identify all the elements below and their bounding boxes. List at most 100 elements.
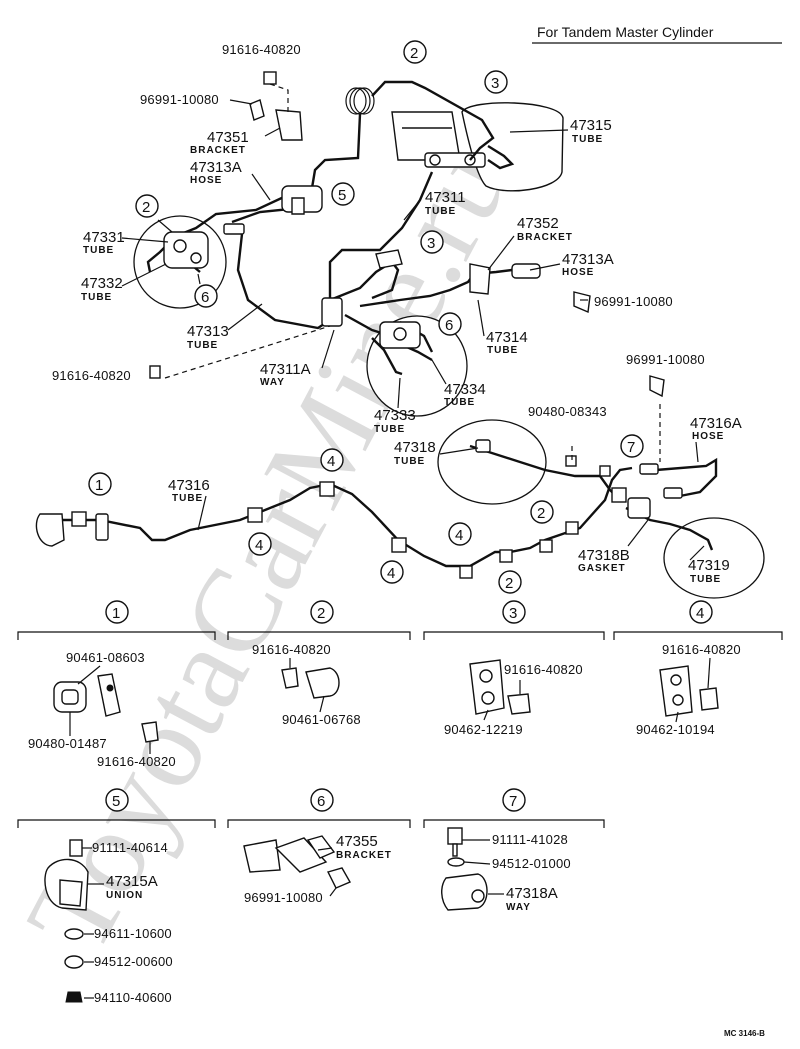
master-cylinder-booster bbox=[391, 102, 564, 192]
leader-91616-left bbox=[164, 325, 331, 379]
callout-47311A: 47311A bbox=[260, 361, 311, 378]
callout-47333: 47333 bbox=[374, 407, 416, 424]
circle-marker-7 bbox=[620, 434, 644, 458]
part-91111-40614: 91111-40614 bbox=[92, 840, 168, 855]
circle-marker-5 bbox=[331, 182, 355, 206]
part-94611-10600: 94611-10600 bbox=[94, 926, 172, 941]
circle-marker-2 bbox=[498, 570, 522, 594]
section-5-marker: 5 bbox=[112, 793, 120, 810]
circle-label: 2 bbox=[142, 199, 150, 216]
circle-marker-1 bbox=[88, 472, 112, 496]
part-47355-label: BRACKET bbox=[336, 850, 392, 861]
circle-label: 4 bbox=[455, 527, 463, 544]
callout-91616-40820-left: 91616-40820 bbox=[52, 368, 131, 383]
callout-47331-label: TUBE bbox=[83, 245, 114, 256]
callout-47313A-left: 47313A bbox=[190, 159, 242, 176]
part-47318A-label: WAY bbox=[506, 902, 531, 913]
section-2-marker: 2 bbox=[317, 605, 325, 622]
circle-label: 2 bbox=[505, 575, 513, 592]
part-91616-40820-s2: 91616-40820 bbox=[252, 642, 331, 657]
callout-47313-label: TUBE bbox=[187, 340, 218, 351]
part-47355: 47355 bbox=[336, 833, 378, 850]
part-47315A: 47315A bbox=[106, 873, 158, 890]
callout-circles-main: 2 3 2 5 3 6 6 1 4 4 4 4 2 2 7 bbox=[88, 40, 644, 594]
circle-marker-6 bbox=[438, 312, 462, 336]
part-94110-40600: 94110-40600 bbox=[94, 990, 172, 1005]
callout-96991-10080: 96991-10080 bbox=[140, 92, 219, 107]
section-3-parts: 91616-40820 90462-12219 bbox=[444, 659, 583, 737]
section-1-parts: 90461-08603 90480-01487 91616-40820 bbox=[28, 650, 176, 769]
callout-47316A-label: HOSE bbox=[692, 431, 724, 442]
circle-label: 4 bbox=[327, 453, 335, 470]
callout-47315: 47315 bbox=[570, 117, 612, 134]
part-47315A-label: UNION bbox=[106, 890, 143, 901]
callout-47316-label: TUBE bbox=[172, 493, 203, 504]
circle-label: 1 bbox=[95, 477, 103, 494]
section-5-parts: 91111-40614 47315A UNION 94611-10600 945… bbox=[44, 839, 173, 1005]
callout-47311: 47311 bbox=[425, 189, 466, 206]
section-6-marker: 6 bbox=[317, 793, 325, 810]
section-2-parts: 91616-40820 90461-06768 bbox=[252, 642, 361, 727]
callout-90480-08343: 90480-08343 bbox=[528, 404, 607, 419]
callout-47314: 47314 bbox=[486, 329, 528, 346]
leader-91616-top bbox=[269, 83, 289, 112]
callout-47351: 47351 bbox=[207, 129, 249, 146]
callout-47316: 47316 bbox=[168, 477, 210, 494]
part-47318A: 47318A bbox=[506, 885, 558, 902]
callout-47334: 47334 bbox=[444, 381, 486, 398]
circle-label: 3 bbox=[491, 75, 499, 92]
callout-47332: 47332 bbox=[81, 275, 123, 292]
callout-47315-label: TUBE bbox=[572, 134, 603, 145]
rear-fittings bbox=[35, 375, 683, 579]
circle-marker-4 bbox=[448, 522, 472, 546]
part-90461-08603: 90461-08603 bbox=[66, 650, 145, 665]
part-90461-06768: 90461-06768 bbox=[282, 712, 361, 727]
coil-tube bbox=[345, 87, 375, 115]
callout-leaders bbox=[121, 99, 705, 561]
circle-marker-3 bbox=[484, 70, 508, 94]
callout-47334-label: TUBE bbox=[444, 397, 475, 408]
part-94512-01000: 94512-01000 bbox=[492, 856, 571, 871]
circle-marker-4 bbox=[248, 532, 272, 556]
part-90462-10194: 90462-10194 bbox=[636, 722, 715, 737]
detail-section-headers-row2: 5 6 7 bbox=[17, 788, 605, 828]
callout-47313A-right: 47313A bbox=[562, 251, 614, 268]
circle-marker-6 bbox=[194, 284, 218, 308]
drawing-code: MC 3146-B bbox=[724, 1029, 765, 1038]
callout-47351-label: BRACKET bbox=[190, 145, 246, 156]
circle-marker-2 bbox=[403, 40, 427, 64]
circle-label: 4 bbox=[387, 565, 395, 582]
callout-47311A-label: WAY bbox=[260, 377, 285, 388]
circle-label: 2 bbox=[537, 505, 545, 522]
section-1-marker: 1 bbox=[112, 605, 120, 622]
callout-47318-label: TUBE bbox=[394, 456, 425, 467]
section-3-marker: 3 bbox=[509, 605, 517, 622]
callout-47319: 47319 bbox=[688, 557, 730, 574]
circle-marker-4 bbox=[380, 560, 404, 584]
callout-47352: 47352 bbox=[517, 215, 559, 232]
part-94512-00600: 94512-00600 bbox=[94, 954, 173, 969]
callout-96991-10080-right: 96991-10080 bbox=[594, 294, 673, 309]
circle-marker-4 bbox=[320, 448, 344, 472]
circle-marker-2 bbox=[530, 500, 554, 524]
circle-label: 3 bbox=[427, 235, 435, 252]
callout-47313A-right-label: HOSE bbox=[562, 267, 594, 278]
callout-91616-40820: 91616-40820 bbox=[222, 42, 301, 57]
part-91111-41028: 91111-41028 bbox=[492, 832, 568, 847]
circle-marker-2 bbox=[135, 194, 159, 218]
callout-47331: 47331 bbox=[83, 229, 125, 246]
callout-47332-label: TUBE bbox=[81, 292, 112, 303]
callout-47318B: 47318B bbox=[578, 547, 630, 564]
callout-47313: 47313 bbox=[187, 323, 229, 340]
circle-label: 7 bbox=[627, 439, 635, 456]
section-7-marker: 7 bbox=[509, 793, 517, 810]
callout-47318B-label: GASKET bbox=[578, 563, 626, 574]
rear-left-brake-drum bbox=[437, 419, 547, 505]
callout-47352-label: BRACKET bbox=[517, 232, 573, 243]
callout-47319-label: TUBE bbox=[690, 574, 721, 585]
section-4-marker: 4 bbox=[696, 605, 704, 622]
callout-96991-10080-rear: 96991-10080 bbox=[626, 352, 705, 367]
diagram-title: For Tandem Master Cylinder bbox=[537, 24, 714, 40]
callout-47314-label: TUBE bbox=[487, 345, 518, 356]
